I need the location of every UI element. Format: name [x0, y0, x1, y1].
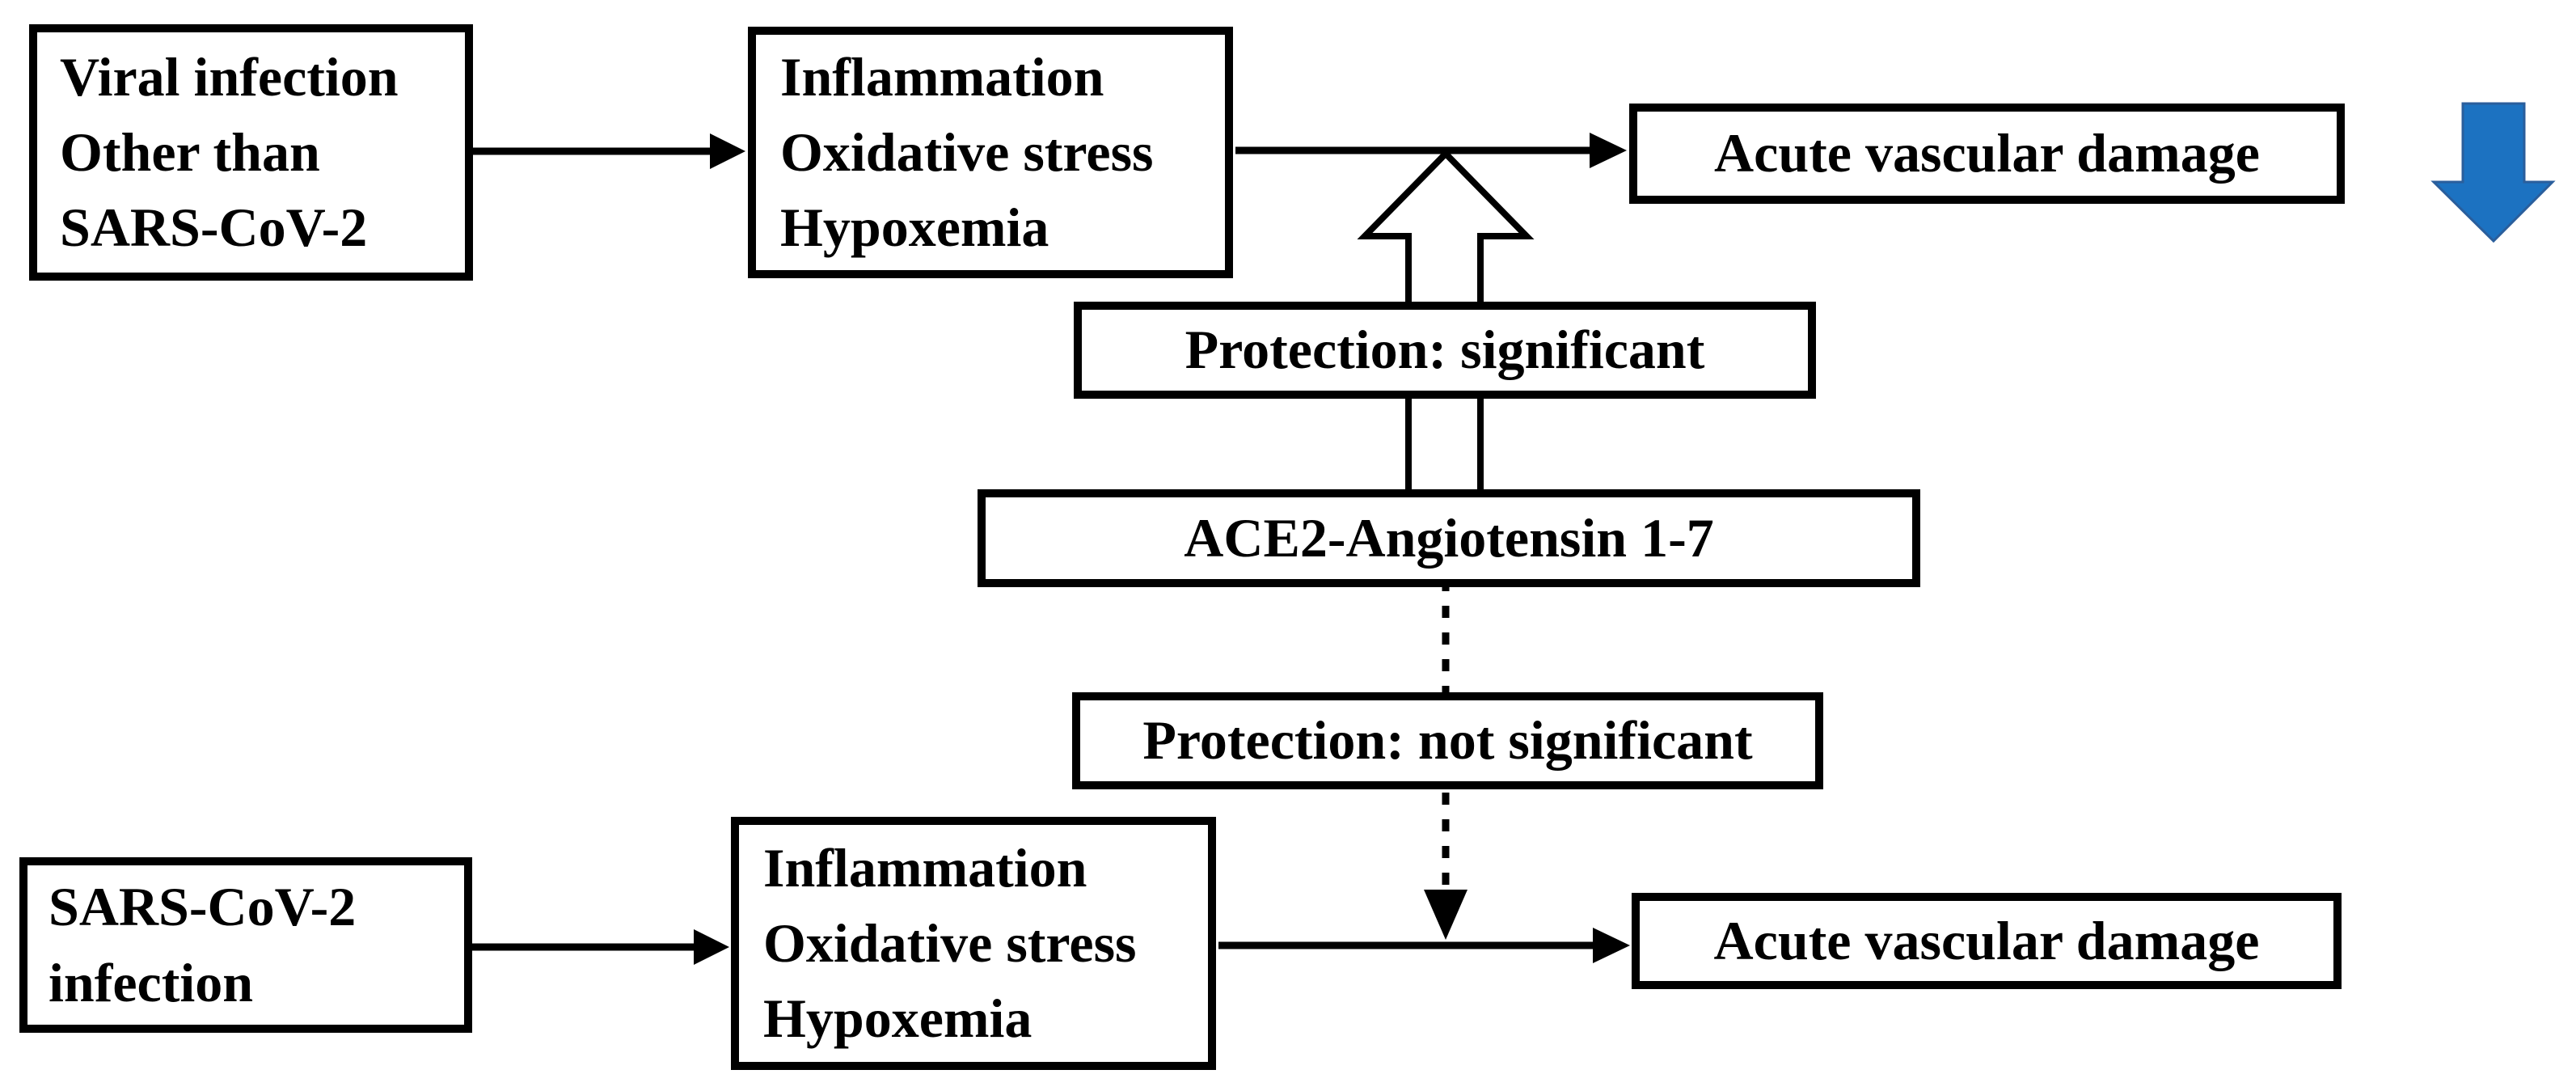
box-inflammation-top: Inflammation Oxidative stress Hypoxemia — [748, 27, 1233, 278]
arrow-head — [710, 133, 745, 169]
box-protection-not-significant: Protection: not significant — [1072, 692, 1823, 789]
box-line: Hypoxemia — [780, 197, 1049, 259]
arrow-head — [694, 929, 729, 965]
box-line: Oxidative stress — [763, 911, 1137, 974]
arrow-head — [1593, 928, 1630, 963]
box-line: Inflammation — [780, 45, 1104, 108]
box-line: SARS-CoV-2 — [49, 876, 357, 938]
arrow-inflammation-top-to-acute-icon — [1235, 133, 1627, 168]
box-line: Oxidative stress — [780, 121, 1154, 183]
arrow-sars-to-inflammation-bottom-icon — [472, 929, 729, 965]
dashed-arrow-down-icon — [1424, 579, 1467, 940]
box-viral-infection: Viral infection Other than SARS-CoV-2 — [29, 24, 473, 281]
box-line: SARS-CoV-2 — [60, 197, 368, 259]
box-line: Viral infection — [60, 45, 399, 108]
blue-down-arrow-shape — [2430, 102, 2556, 243]
box-sars-cov2-infection: SARS-CoV-2 infection — [19, 857, 472, 1033]
box-acute-vascular-damage-bottom: Acute vascular damage — [1632, 893, 2342, 989]
dashed-arrow-head — [1424, 890, 1467, 940]
box-ace2-angiotensin: ACE2-Angiotensin 1-7 — [978, 489, 1920, 587]
box-label: ACE2-Angiotensin 1-7 — [1184, 506, 1714, 569]
arrow-head — [1590, 133, 1627, 168]
box-label: Protection: not significant — [1142, 709, 1753, 772]
box-label: Acute vascular damage — [1714, 122, 2260, 184]
box-line: Inflammation — [763, 836, 1087, 899]
box-line: Other than — [60, 121, 320, 183]
box-protection-significant: Protection: significant — [1074, 302, 1816, 399]
box-label: Acute vascular damage — [1713, 909, 2260, 971]
box-line: infection — [49, 951, 254, 1013]
box-label: Protection: significant — [1185, 319, 1705, 381]
box-acute-vascular-damage-top: Acute vascular damage — [1629, 104, 2345, 204]
arrow-viral-to-inflammation-top-icon — [473, 133, 745, 169]
box-inflammation-bottom: Inflammation Oxidative stress Hypoxemia — [731, 817, 1216, 1070]
blue-down-arrow-icon — [2430, 102, 2556, 243]
box-line: Hypoxemia — [763, 987, 1033, 1050]
arrow-inflammation-bottom-to-acute-icon — [1218, 928, 1630, 963]
